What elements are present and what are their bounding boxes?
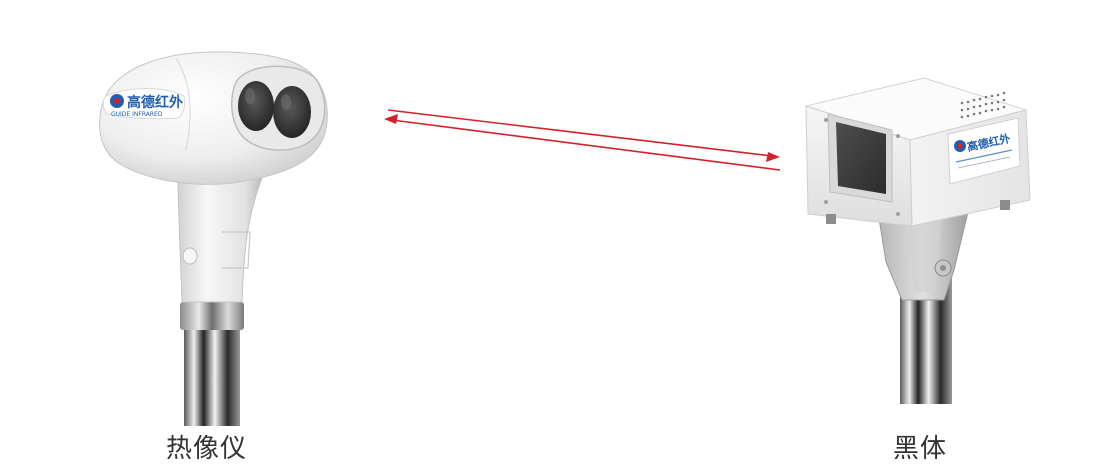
camera-brand-en: GUIDE INFRARED	[111, 111, 163, 118]
camera-pole	[184, 326, 240, 426]
thermal-camera: 高德红外 GUIDE INFRARED	[99, 51, 328, 426]
lens-right	[273, 86, 311, 138]
arrow-to-blackbody	[387, 109, 773, 157]
caption-thermal-camera: 热像仪	[166, 434, 248, 464]
lens-left	[238, 81, 274, 131]
caption-blackbody: 黑体	[893, 434, 948, 464]
blackbody-label	[947, 117, 1021, 185]
camera-collar	[180, 302, 244, 330]
camera-button	[182, 247, 198, 265]
blackbody-device: 高德红外	[804, 77, 1031, 404]
camera-neck	[177, 174, 263, 303]
blackbody-vent	[960, 91, 1006, 119]
arrow-to-camera	[391, 119, 781, 171]
blackbody-emitter	[836, 122, 886, 194]
signal-arrows	[384, 109, 781, 171]
camera-brand: 高德红外	[127, 94, 183, 111]
